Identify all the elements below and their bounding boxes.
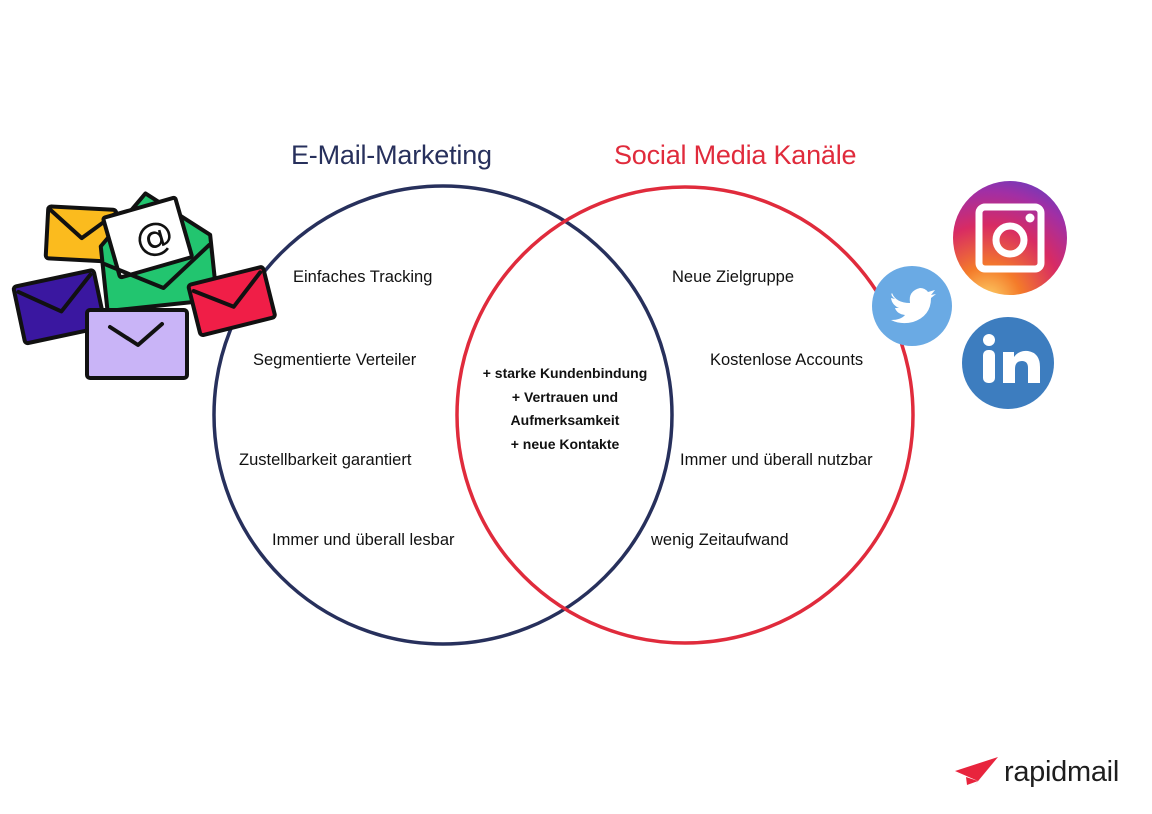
social-item: wenig Zeitaufwand	[651, 531, 789, 549]
email-item: Zustellbarkeit garantiert	[239, 451, 412, 469]
social-item: Neue Zielgruppe	[672, 268, 794, 286]
linkedin-icon	[962, 317, 1054, 409]
intersection-line: + Vertrauen und	[511, 388, 619, 405]
twitter-icon	[872, 266, 952, 346]
rapidmail-logo-text: rapidmail	[1004, 756, 1119, 788]
social-media-circle	[455, 185, 915, 645]
email-marketing-title: E-Mail-Marketing	[291, 140, 492, 170]
social-media-title: Social Media Kanäle	[614, 140, 857, 170]
instagram-icon	[953, 181, 1067, 295]
email-item: Immer und überall lesbar	[272, 531, 455, 549]
paper-plane-icon	[955, 757, 998, 786]
social-item: Immer und überall nutzbar	[680, 451, 873, 469]
intersection-line: + neue Kontakte	[510, 435, 620, 452]
social-item: Kostenlose Accounts	[710, 351, 864, 369]
email-item: Einfaches Tracking	[293, 268, 433, 286]
intersection-line: + starke Kundenbindung	[482, 365, 648, 381]
email-envelopes-icon: @	[11, 191, 277, 380]
email-marketing-circle	[212, 184, 674, 646]
intersection-text: + starke Kundenbindung + Vertrauen und A…	[465, 362, 665, 456]
email-item: Segmentierte Verteiler	[253, 351, 417, 369]
intersection-line: Aufmerksamkeit	[510, 412, 620, 428]
